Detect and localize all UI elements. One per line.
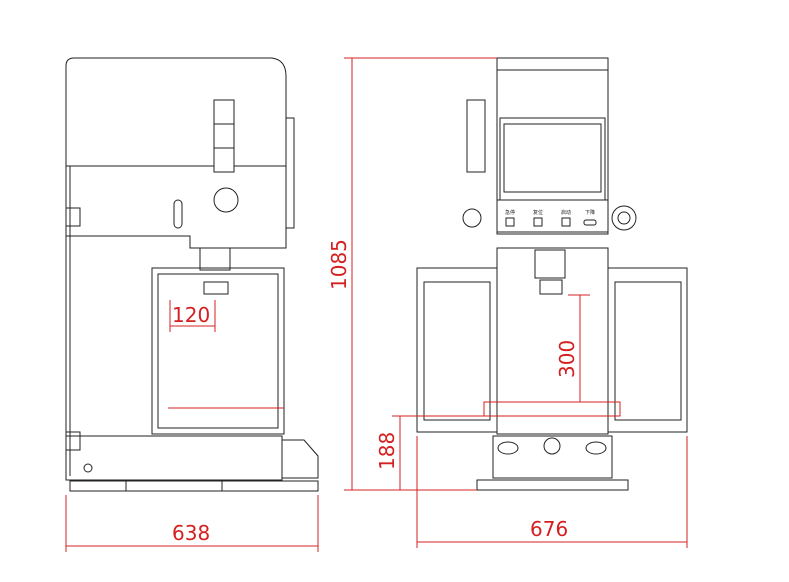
dimensions: 638 676 1085 188 300 120: [65, 57, 688, 552]
tower-light-icon: [466, 99, 486, 173]
svg-text:复位: 复位: [533, 209, 543, 216]
svg-text:启动: 启动: [561, 209, 571, 216]
dim-side-width: 638: [172, 521, 210, 545]
hmi-screen: [499, 117, 606, 201]
dim-table-height: 188: [375, 432, 399, 470]
tower-light-icon: [213, 99, 235, 173]
front-view: 急停 复位 启动 下降: [416, 57, 688, 491]
dim-throat-depth: 120: [172, 303, 210, 327]
panel-buttons: 急停 复位 启动 下降: [505, 209, 597, 227]
dim-stroke: 300: [555, 340, 579, 378]
dim-front-width: 676: [530, 517, 568, 541]
svg-text:下降: 下降: [585, 209, 595, 216]
side-view: [65, 57, 319, 492]
control-panel: [496, 199, 609, 233]
dim-total-height: 1085: [327, 239, 351, 290]
svg-text:急停: 急停: [505, 209, 515, 216]
handwheel-icon: [213, 187, 239, 213]
